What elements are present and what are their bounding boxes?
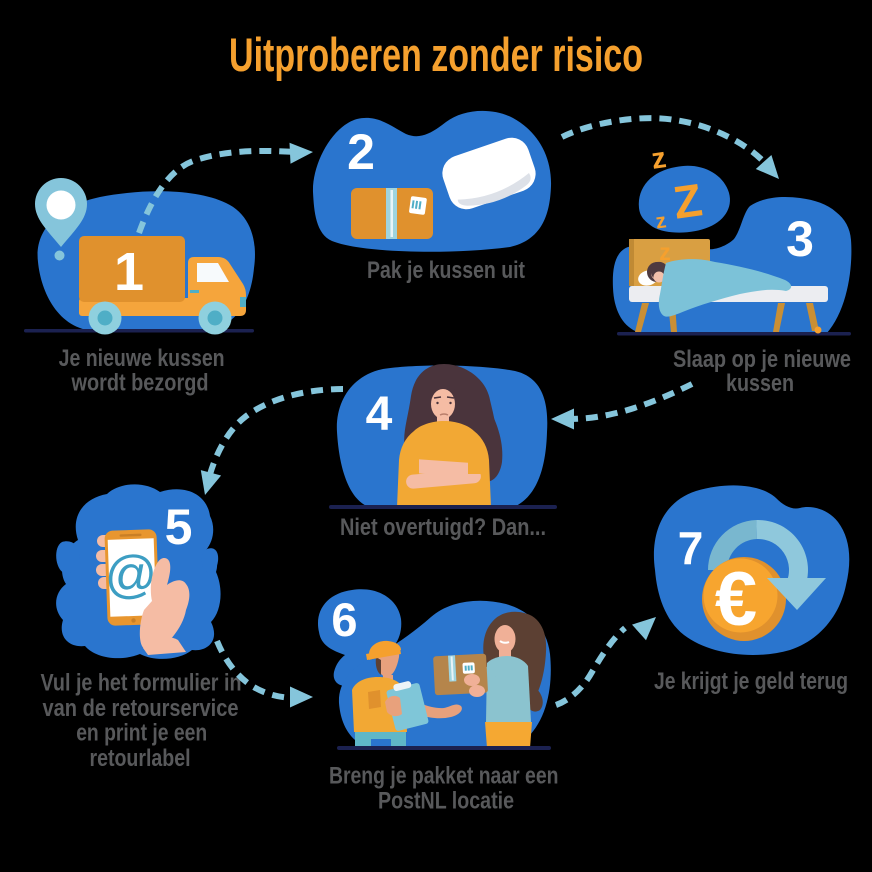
svg-text:z: z xyxy=(649,142,668,176)
svg-text:1: 1 xyxy=(114,242,144,302)
svg-text:kussen: kussen xyxy=(726,370,794,397)
svg-text:4: 4 xyxy=(366,388,393,441)
svg-text:Uitproberen zonder risico: Uitproberen zonder risico xyxy=(229,28,643,81)
svg-text:z: z xyxy=(654,209,668,233)
svg-text:van de retourservice: van de retourservice xyxy=(43,695,239,722)
svg-text:Niet overtuigd? Dan...: Niet overtuigd? Dan... xyxy=(340,514,546,541)
svg-text:Je nieuwe kussen: Je nieuwe kussen xyxy=(59,345,225,372)
svg-text:@: @ xyxy=(104,545,159,605)
svg-text:6: 6 xyxy=(331,593,357,646)
svg-text:3: 3 xyxy=(786,211,814,267)
svg-text:Slaap op je nieuwe: Slaap op je nieuwe xyxy=(673,346,851,373)
svg-text:7: 7 xyxy=(678,522,704,574)
svg-text:en print je een: en print je een xyxy=(76,720,207,747)
svg-text:Vul je het formulier in: Vul je het formulier in xyxy=(41,670,242,697)
svg-text:€: € xyxy=(715,557,757,642)
svg-text:retourlabel: retourlabel xyxy=(90,745,191,772)
svg-text:wordt bezorgd: wordt bezorgd xyxy=(71,370,209,397)
svg-text:Je krijgt je geld terug: Je krijgt je geld terug xyxy=(654,668,848,695)
svg-text:PostNL locatie: PostNL locatie xyxy=(378,788,514,815)
svg-text:Breng je pakket naar een: Breng je pakket naar een xyxy=(329,762,559,789)
svg-text:2: 2 xyxy=(347,124,375,180)
svg-text:5: 5 xyxy=(165,499,193,555)
svg-text:z: z xyxy=(659,239,671,265)
svg-text:Pak je kussen uit: Pak je kussen uit xyxy=(367,257,525,284)
